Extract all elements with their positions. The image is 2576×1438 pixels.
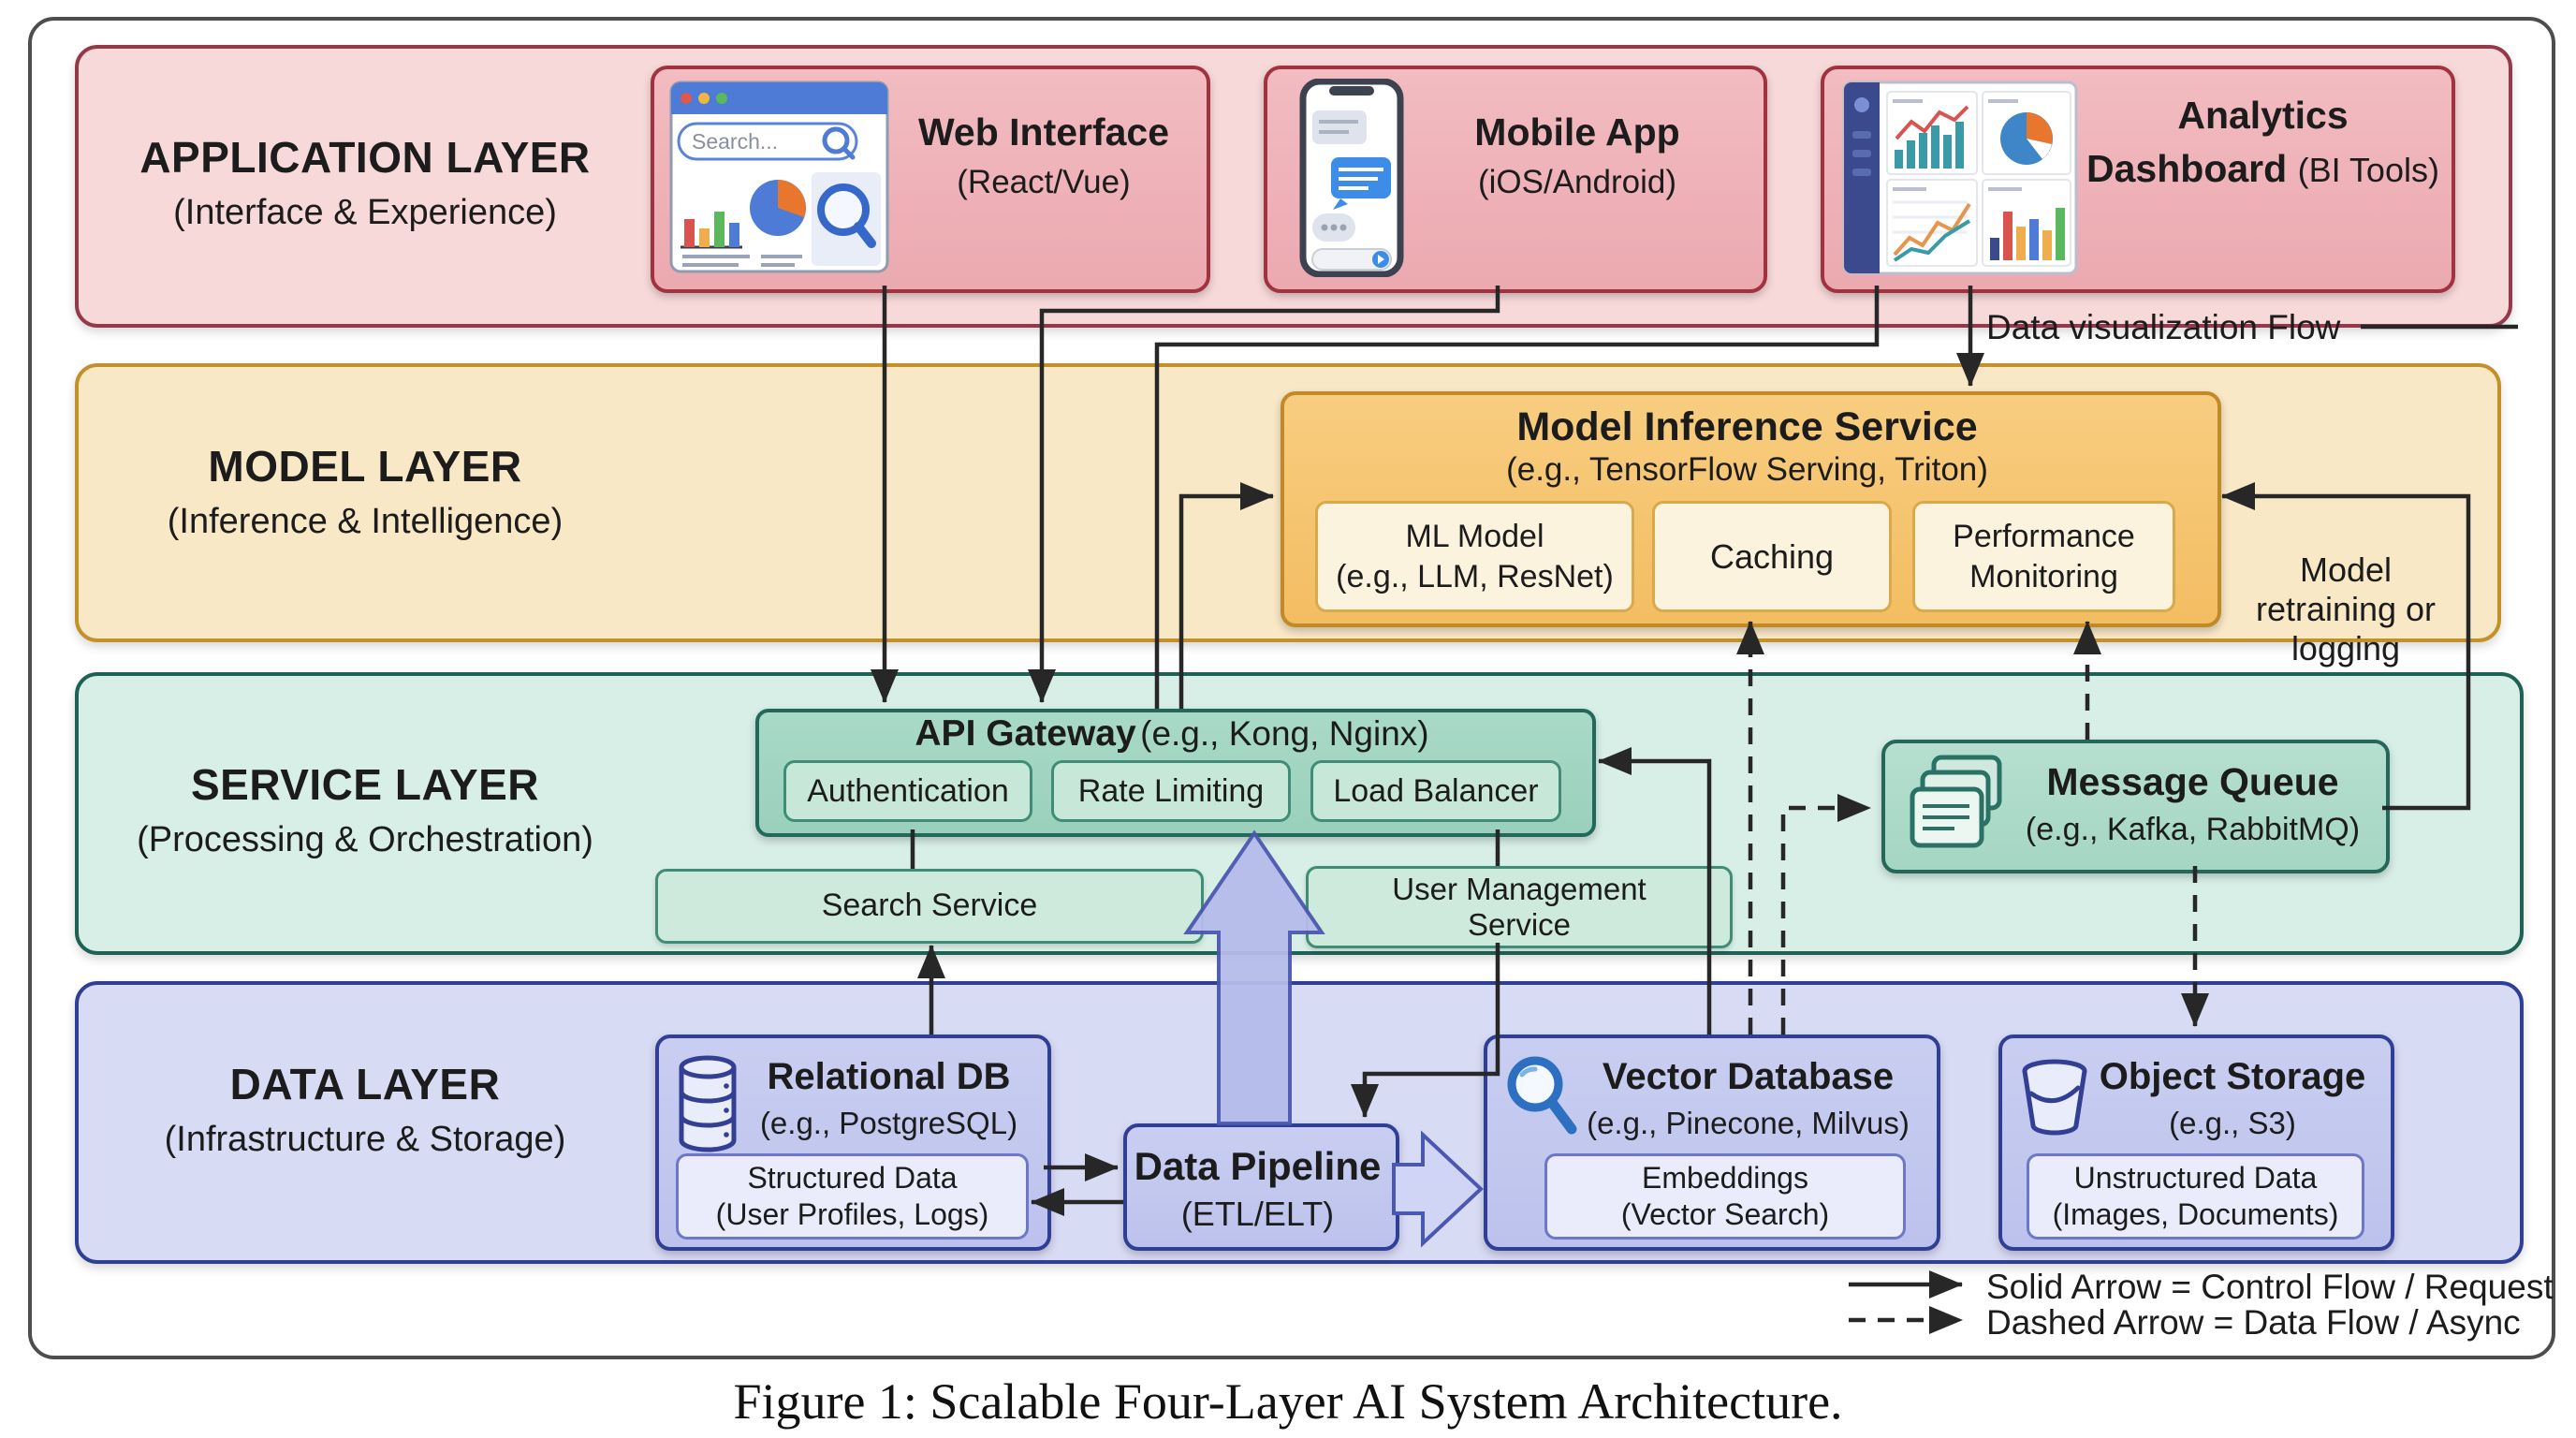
mobile-phone-icon [1299, 79, 1404, 277]
dashboard-card-color-bars [1982, 179, 2071, 267]
unstructured-data-box: Unstructured Data (Images, Documents) [2027, 1153, 2364, 1240]
message-queue-label: Message Queue (e.g., Kafka, RabbitMQ) [2025, 760, 2361, 847]
browser-titlebar [671, 82, 887, 114]
analytics-title-line2: Dashboard (BI Tools) [2086, 147, 2439, 190]
ml-model-box: ML Model (e.g., LLM, ResNet) [1315, 501, 1634, 612]
dashboard-card-bars [1886, 91, 1978, 175]
authentication-box: Authentication [783, 760, 1032, 822]
browser-search-bar [677, 122, 858, 161]
chat-input [1311, 248, 1392, 271]
search-service-box: Search Service [655, 869, 1204, 944]
application-layer-label: APPLICATION LAYER (Interface & Experienc… [103, 131, 627, 235]
service-layer-label: SERVICE LAYER (Processing & Orchestratio… [103, 758, 627, 862]
dashboard-sidebar [1844, 82, 1880, 273]
browser-dot-red [681, 93, 692, 104]
model-layer-label: MODEL LAYER (Inference & Intelligence) [103, 440, 627, 544]
analytics-title-line1: Analytics [2177, 94, 2349, 137]
legend-solid-label: Solid Arrow = Control Flow / Request [1986, 1268, 2554, 1306]
performance-line1: Performance [1953, 519, 2135, 554]
dashboard-card-pie [1982, 91, 2071, 175]
structured-data-box: Structured Data (User Profiles, Logs) [676, 1153, 1029, 1240]
caching-label: Caching [1709, 537, 1835, 576]
mobile-app-label: Mobile App (iOS/Android) [1404, 110, 1750, 201]
browser-magnifier-icon [817, 183, 870, 236]
application-layer-title: APPLICATION LAYER [139, 133, 591, 182]
bucket-icon [2022, 1059, 2087, 1136]
service-layer-title: SERVICE LAYER [190, 760, 540, 809]
application-layer-subtitle: (Interface & Experience) [173, 192, 557, 232]
service-layer-subtitle: (Processing & Orchestration) [137, 819, 593, 859]
web-interface-subtitle: (React/Vue) [957, 164, 1131, 200]
data-viz-annotation: Data visualization Flow [1986, 308, 2341, 346]
vector-search-magnifier-icon [1507, 1056, 1577, 1135]
rate-limiting-box: Rate Limiting [1051, 760, 1291, 822]
web-interface-label: Web Interface (React/Vue) [889, 110, 1198, 201]
analytics-dashboard-label: Analytics Dashboard (BI Tools) [2083, 94, 2443, 191]
embeddings-box: Embeddings (Vector Search) [1544, 1153, 1906, 1240]
caching-box: Caching [1652, 501, 1892, 612]
browser-search-text: Search... [692, 129, 778, 154]
mobile-app-subtitle: (iOS/Android) [1477, 164, 1677, 200]
ml-model-line2: (e.g., LLM, ResNet) [1336, 558, 1614, 594]
chat-bubble-gray [1312, 110, 1367, 144]
data-layer-title: DATA LAYER [229, 1060, 501, 1108]
data-pipeline-box [1123, 1123, 1399, 1251]
api-gateway-title: API Gateway (e.g., Kong, Nginx) [915, 713, 1429, 754]
mobile-app-title: Mobile App [1474, 110, 1680, 154]
data-layer-label: DATA LAYER (Infrastructure & Storage) [103, 1058, 627, 1162]
dashboard-card-lines [1886, 179, 1978, 267]
browser-text-lines [682, 255, 802, 267]
browser-chart-bar [684, 219, 695, 247]
relational-db-label: Relational DB (e.g., PostgreSQL) [759, 1056, 1018, 1140]
ml-model-line1: ML Model [1405, 519, 1544, 554]
web-interface-title: Web Interface [917, 110, 1170, 154]
retraining-annotation: Model retraining or logging [2255, 550, 2437, 668]
data-layer-subtitle: (Infrastructure & Storage) [164, 1119, 566, 1159]
browser-window-icon: Search... [669, 81, 889, 273]
data-pipeline-label: Data Pipeline (ETL/ELT) [1134, 1144, 1382, 1233]
object-storage-label: Object Storage (e.g., S3) [2099, 1056, 2366, 1140]
phone-notch [1329, 86, 1374, 95]
model-inference-subtitle: (e.g., TensorFlow Serving, Triton) [1506, 451, 1988, 488]
message-queue-icon [1910, 755, 2002, 848]
performance-line2: Monitoring [1969, 558, 2118, 594]
legend-dashed-label: Dashed Arrow = Data Flow / Async [1986, 1303, 2521, 1342]
model-layer-title: MODEL LAYER [208, 442, 522, 491]
figure-caption: Figure 1: Scalable Four-Layer AI System … [733, 1373, 1843, 1430]
model-layer-subtitle: (Inference & Intelligence) [167, 501, 564, 541]
dashboard-icon [1842, 81, 2078, 275]
browser-search-magnifier-icon [822, 126, 850, 154]
database-cylinder-icon [679, 1055, 737, 1152]
browser-dot-green [716, 93, 727, 104]
vector-database-label: Vector Database (e.g., Pinecone, Milvus) [1587, 1056, 1910, 1140]
user-management-service-box: User Management Service [1306, 866, 1733, 948]
load-balancer-box: Load Balancer [1310, 760, 1561, 822]
performance-monitoring-box: Performance Monitoring [1912, 501, 2175, 612]
browser-dot-yellow [698, 93, 710, 104]
model-inference-title: Model Inference Service [1516, 404, 1978, 449]
